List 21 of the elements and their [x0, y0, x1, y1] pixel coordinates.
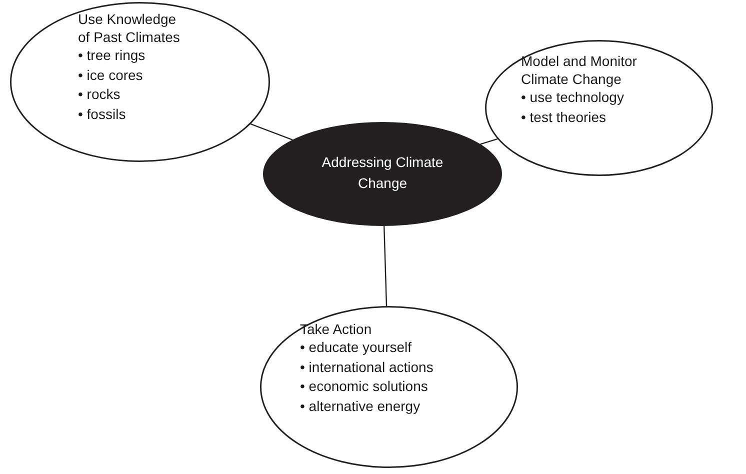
bullet-item: • tree rings [78, 46, 146, 65]
heading-text: Use Knowledge of Past Climates [78, 10, 181, 46]
connector-line [383, 226, 388, 306]
bullet-item: • educate yourself [300, 338, 413, 357]
bullet-item: • international actions [300, 358, 434, 376]
central-topic-text: Addressing Climate Change [320, 153, 444, 193]
connector-line [480, 138, 498, 145]
heading-text: Model and Monitor Climate Change [521, 52, 638, 88]
topic-ellipse [260, 306, 518, 468]
bullet-item: • ice cores [78, 66, 144, 84]
bullet-item: • use technology [521, 88, 625, 107]
topic-ellipse [10, 2, 270, 162]
connector-line [250, 123, 293, 140]
central-topic-ellipse [263, 122, 502, 226]
bullet-item: • alternative energy [300, 396, 422, 416]
topic-ellipse [485, 40, 713, 176]
bullet-item: • fossils [78, 104, 127, 124]
bullet-item: • rocks [78, 85, 122, 104]
bullet-item: • test theories [521, 108, 608, 126]
heading-text: Take Action [300, 320, 373, 338]
bullet-item: • economic solutions [300, 377, 429, 396]
